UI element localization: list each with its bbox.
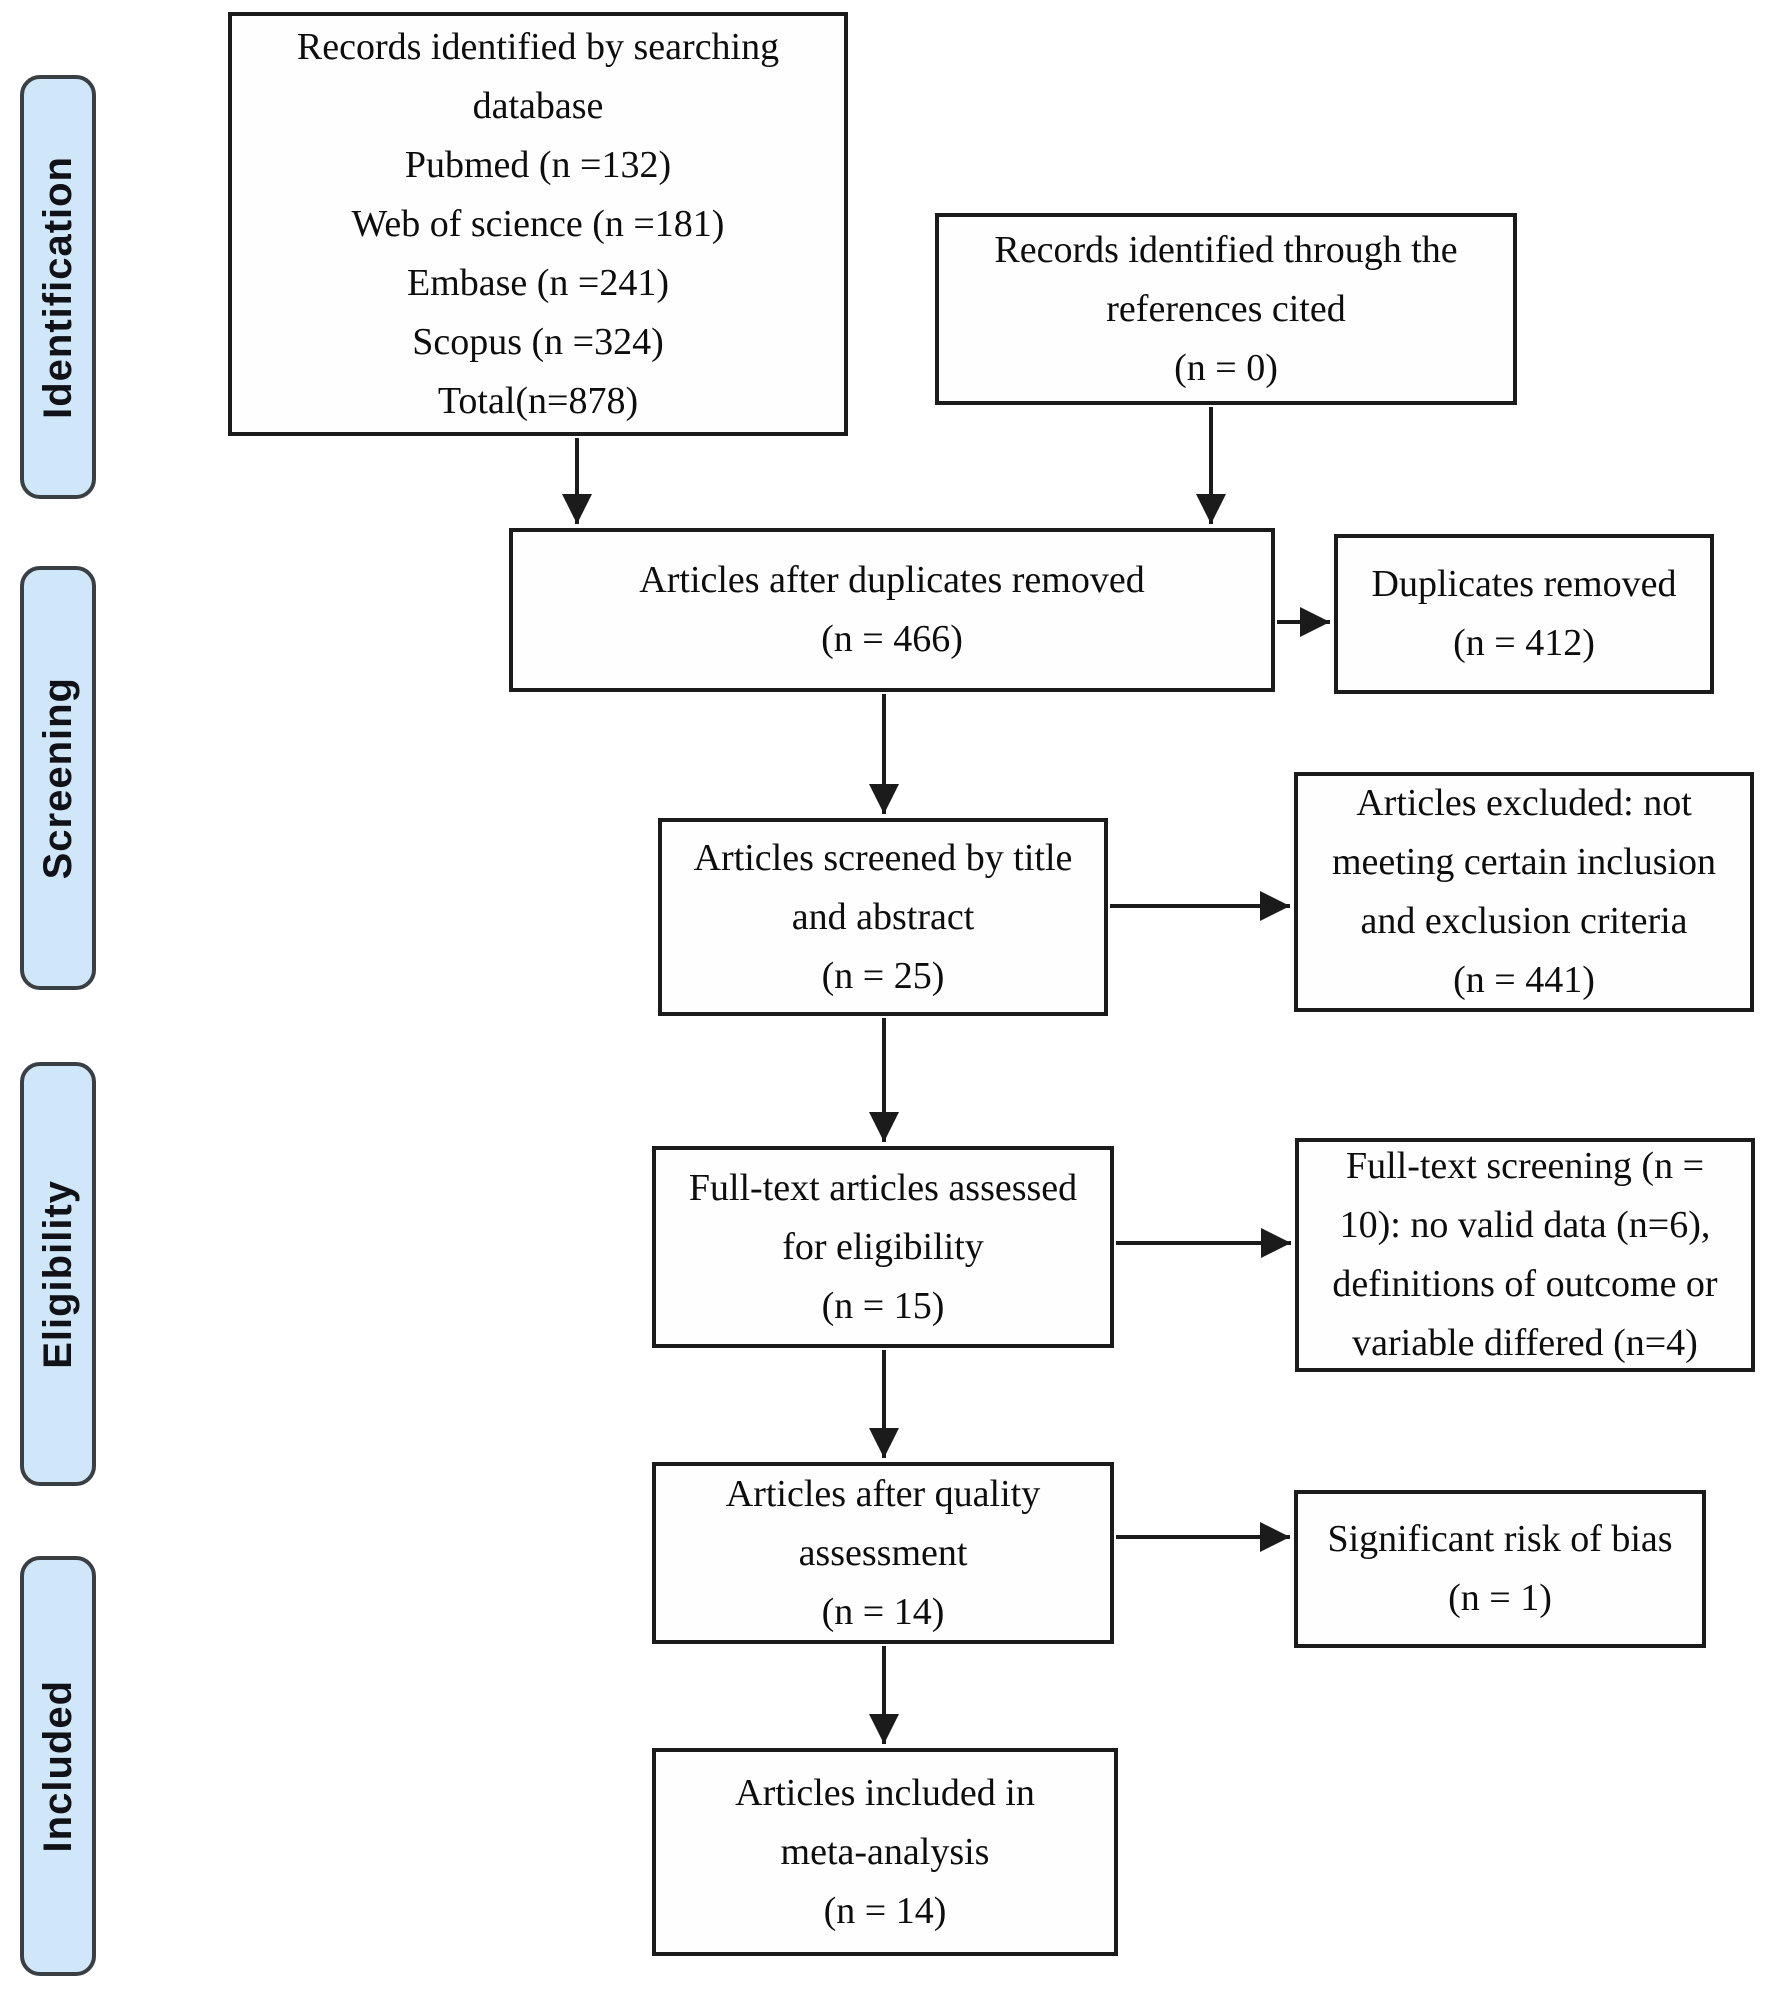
stage-included: Included bbox=[20, 1556, 96, 1976]
flow-box-fulltext-assessed: Full-text articles assessed for eligibil… bbox=[652, 1146, 1114, 1348]
box-text-line: meeting certain inclusion bbox=[1331, 841, 1717, 883]
box-text-line: (n = 412) bbox=[1453, 622, 1595, 664]
box-text-line: (n = 441) bbox=[1453, 959, 1595, 1001]
flow-box-included-meta: Articles included in meta-analysis (n = … bbox=[652, 1748, 1118, 1956]
box-text-line: Records identified by searching bbox=[296, 25, 780, 68]
flow-box-fulltext-screening: Full-text screening (n = 10): no valid d… bbox=[1295, 1138, 1755, 1372]
box-text-line: (n = 1) bbox=[1448, 1577, 1552, 1619]
box-text-line: Duplicates removed bbox=[1371, 563, 1677, 605]
box-text-line: Web of science (n =181) bbox=[351, 202, 725, 245]
box-text-line: (n = 466) bbox=[821, 618, 963, 660]
box-text-line: Records identified through the bbox=[994, 228, 1458, 271]
box-text-line: Articles after quality bbox=[725, 1472, 1041, 1515]
box-text-line: Full-text articles assessed bbox=[688, 1166, 1078, 1209]
box-text-line: meta-analysis bbox=[780, 1830, 990, 1873]
stage-label-included: Included bbox=[35, 1679, 80, 1853]
box-text-line: and exclusion criteria bbox=[1360, 900, 1688, 942]
box-text-line: references cited bbox=[1106, 287, 1346, 330]
flow-box-screened-title-abstract: Articles screened by title and abstract … bbox=[658, 818, 1108, 1016]
box-text-line: Total(n=878) bbox=[437, 379, 639, 422]
flow-box-quality-assessment: Articles after quality assessment (n = 1… bbox=[652, 1462, 1114, 1644]
box-text-line: (n = 0) bbox=[1174, 346, 1278, 389]
box-text-line: database bbox=[472, 84, 604, 127]
flow-box-excluded-criteria: Articles excluded: not meeting certain i… bbox=[1294, 772, 1754, 1012]
flow-box-after-duplicates: Articles after duplicates removed (n = 4… bbox=[509, 528, 1275, 692]
box-text-line: (n = 14) bbox=[823, 1889, 947, 1932]
box-text-line: Full-text screening (n = bbox=[1345, 1145, 1705, 1187]
box-text-line: Embase (n =241) bbox=[406, 261, 670, 304]
stage-screening: Screening bbox=[20, 566, 96, 990]
box-text-line: Articles included in bbox=[735, 1771, 1035, 1814]
box-text-line: Articles after duplicates removed bbox=[639, 559, 1145, 601]
box-text-line: Articles excluded: not bbox=[1356, 782, 1692, 824]
box-text-line: (n = 14) bbox=[821, 1590, 945, 1633]
box-text-line: and abstract bbox=[791, 895, 975, 938]
flow-box-risk-of-bias: Significant risk of bias (n = 1) bbox=[1294, 1490, 1706, 1648]
stage-label-screening: Screening bbox=[35, 676, 80, 880]
box-text-line: (n = 15) bbox=[821, 1284, 945, 1327]
stage-label-identification: Identification bbox=[35, 155, 80, 419]
box-text-line: (n = 25) bbox=[821, 954, 945, 997]
stage-identification: Identification bbox=[20, 75, 96, 499]
box-text-line: definitions of outcome or bbox=[1332, 1263, 1718, 1305]
box-text-line: Significant risk of bias bbox=[1327, 1518, 1673, 1560]
flow-box-duplicates-removed: Duplicates removed (n = 412) bbox=[1334, 534, 1714, 694]
box-text-line: Pubmed (n =132) bbox=[404, 143, 672, 186]
box-text-line: for eligibility bbox=[782, 1225, 984, 1268]
box-text-line: Articles screened by title bbox=[693, 836, 1073, 879]
box-text-line: variable differed (n=4) bbox=[1352, 1322, 1698, 1364]
box-text-line: 10): no valid data (n=6), bbox=[1339, 1204, 1711, 1246]
box-text-line: assessment bbox=[798, 1531, 968, 1574]
stage-eligibility: Eligibility bbox=[20, 1062, 96, 1486]
flow-box-records-database: Records identified by searching database… bbox=[228, 12, 848, 436]
stage-label-eligibility: Eligibility bbox=[35, 1179, 80, 1369]
flow-box-records-references: Records identified through the reference… bbox=[935, 213, 1517, 405]
box-text-line: Scopus (n =324) bbox=[412, 320, 664, 363]
